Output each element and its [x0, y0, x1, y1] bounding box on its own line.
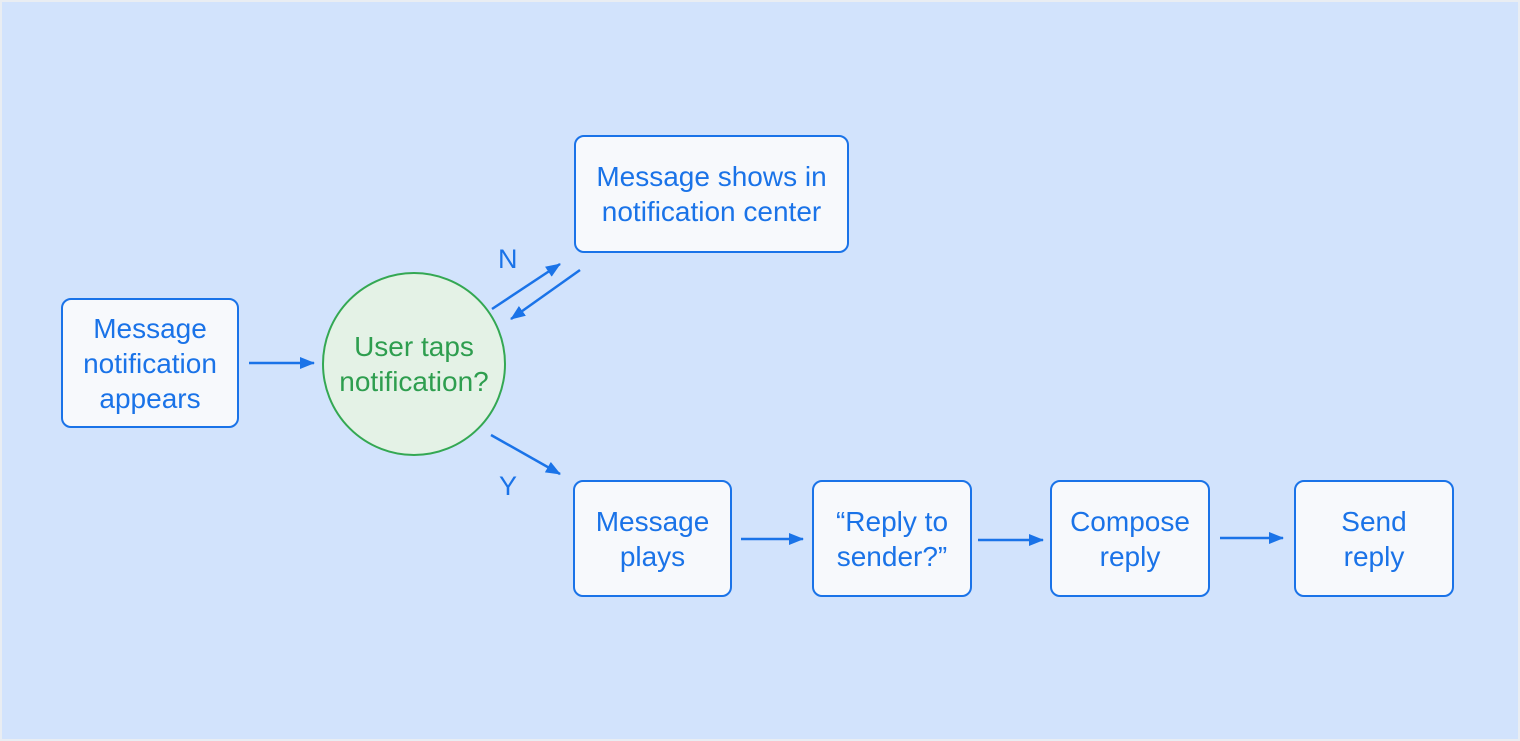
- node-message-plays: Message plays: [573, 480, 732, 597]
- node-label: User taps notification?: [339, 331, 489, 397]
- node-compose-reply: Compose reply: [1050, 480, 1210, 597]
- node-label: Compose reply: [1070, 505, 1190, 572]
- edge-no-outcome-to-decision: [510, 268, 581, 321]
- edge-decision-to-plays: [490, 433, 561, 476]
- node-send-reply: Send reply: [1294, 480, 1454, 597]
- node-reply-to-sender-prompt: “Reply to sender?”: [812, 480, 972, 597]
- node-decision-user-taps-notification: User taps notification?: [322, 272, 506, 456]
- node-message-shows-in-notification-center: Message shows in notification center: [574, 135, 849, 253]
- edge-label-yes: Y: [499, 471, 518, 501]
- node-label: Message notification appears: [83, 312, 217, 414]
- node-label: “Reply to sender?”: [835, 505, 949, 572]
- node-message-notification-appears: Message notification appears: [61, 298, 239, 428]
- node-label: Message plays: [595, 505, 710, 572]
- node-label: Send reply: [1341, 505, 1407, 572]
- edge-label-no: N: [498, 244, 518, 274]
- node-label: Message shows in notification center: [596, 161, 827, 227]
